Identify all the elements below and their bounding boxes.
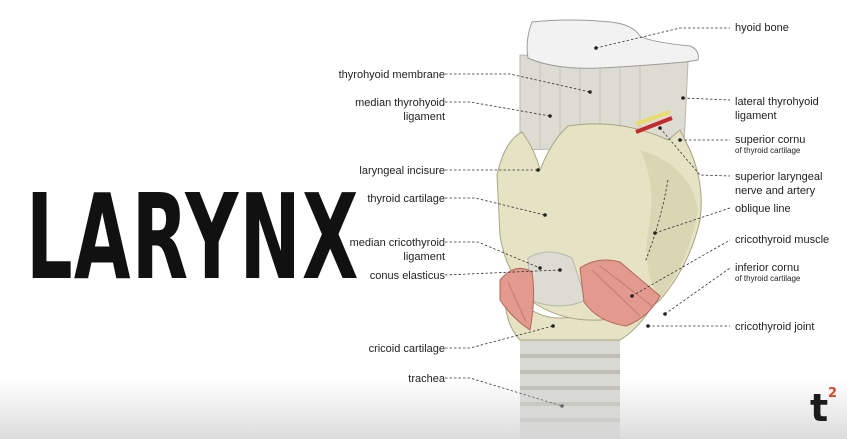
label-laryngeal-incisure: laryngeal incisure (359, 165, 445, 177)
label-superior-laryngeal-line2: nerve and artery (735, 185, 816, 197)
label-median-cricothyroid-ligament-line1: median cricothyroid (350, 237, 445, 249)
label-median-cricothyroid-ligament-line2: ligament (403, 251, 445, 263)
label-lateral-thyrohyoid-ligament-line2: ligament (735, 110, 777, 122)
label-cricothyroid-muscle: cricothyroid muscle (735, 234, 829, 246)
hyoid-bone-shape (526, 19, 699, 69)
label-hyoid-bone: hyoid bone (735, 22, 789, 34)
thyroid-lamina-shade (640, 150, 698, 298)
label-median-thyrohyoid-ligament-line1: median thyrohyoid (355, 97, 445, 109)
label-lateral-thyrohyoid-ligament-line1: lateral thyrohyoid (735, 96, 819, 108)
logo-letter: t (810, 386, 829, 430)
leader-lines (444, 27, 731, 407)
superior-laryngeal-nerve-shape (635, 110, 671, 126)
bottom-fade (0, 379, 847, 439)
cricothyroid-muscle-right (579, 259, 661, 327)
label-superior-cornu-sub: of thyroid cartilage (735, 146, 801, 155)
label-thyrohyoid-membrane: thyrohyoid membrane (339, 69, 445, 81)
label-median-thyrohyoid-ligament-line2: ligament (403, 111, 445, 123)
label-cricothyroid-joint: cricothyroid joint (735, 321, 814, 333)
logo-superscript: 2 (828, 386, 838, 401)
label-cricoid-cartilage: cricoid cartilage (369, 343, 445, 355)
label-oblique-line: oblique line (735, 203, 791, 215)
label-thyroid-cartilage: thyroid cartilage (367, 193, 445, 205)
label-inferior-cornu-sub: of thyroid cartilage (735, 274, 801, 283)
label-superior-cornu: superior cornu (735, 134, 805, 146)
label-superior-laryngeal-line1: superior laryngeal (735, 171, 822, 183)
label-inferior-cornu: inferior cornu (735, 262, 799, 274)
superior-laryngeal-artery-shape (635, 116, 673, 134)
label-conus-elasticus: conus elasticus (370, 270, 446, 282)
t2-logo: t 2 (808, 386, 842, 433)
title-larynx: LARYNX (26, 168, 360, 306)
oblique-line-mark (644, 179, 669, 263)
